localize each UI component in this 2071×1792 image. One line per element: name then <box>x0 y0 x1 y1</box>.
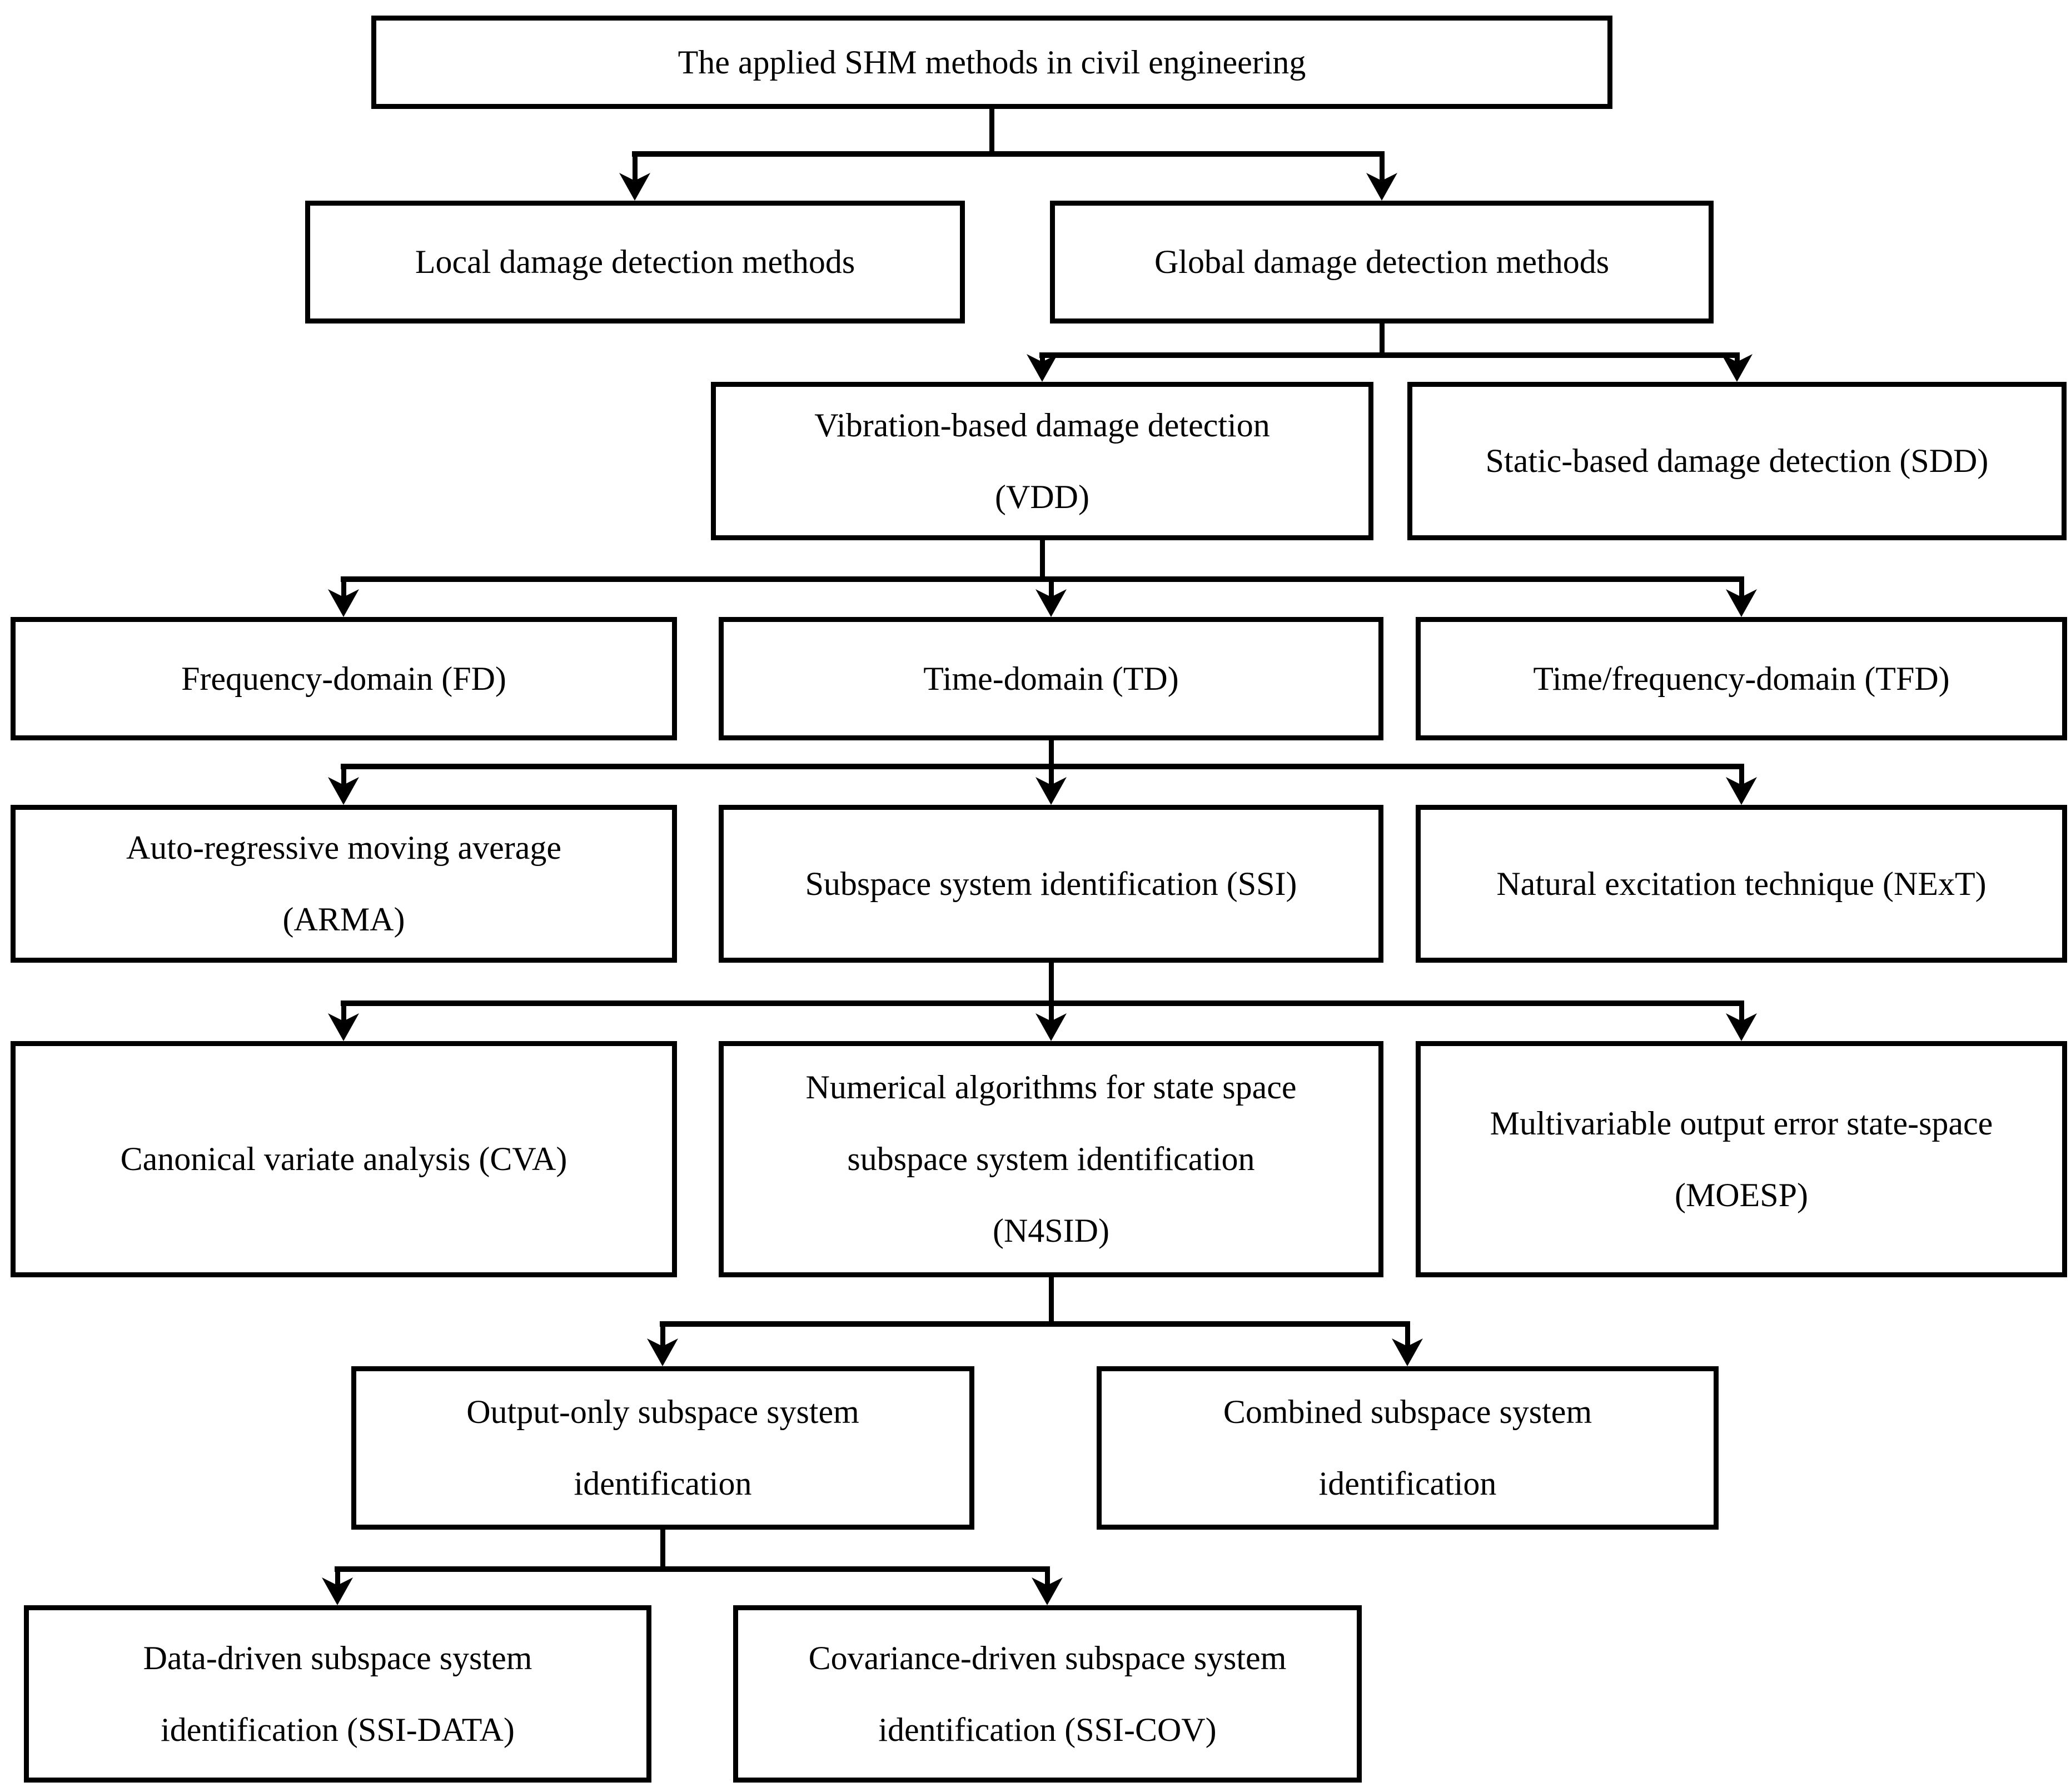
node-ssi-label: Subspace system identification (SSI) <box>805 865 1297 902</box>
connector-drop-combined <box>1405 1321 1410 1357</box>
arrowhead-down-icon <box>328 777 359 805</box>
connector-drop-output-only <box>660 1321 665 1357</box>
connector-drop-next <box>1739 764 1744 796</box>
connector-bar-global <box>1039 352 1740 358</box>
node-n4sid-label: Numerical algorithms for state space sub… <box>805 1069 1297 1249</box>
node-global-damage-label: Global damage detection methods <box>1154 243 1610 280</box>
connector-drop-td <box>1049 576 1054 608</box>
node-ssi: Subspace system identification (SSI) <box>719 805 1383 963</box>
node-vdd-label: Vibration-based damage detection (VDD) <box>814 406 1270 515</box>
arrowhead-down-icon <box>1036 589 1067 617</box>
node-tfd: Time/frequency-domain (TFD) <box>1416 617 2067 740</box>
node-ssi-data-label: Data-driven subspace system identificati… <box>143 1639 532 1748</box>
node-cva: Canonical variate analysis (CVA) <box>11 1041 677 1277</box>
node-td-label: Time-domain (TD) <box>923 660 1179 697</box>
connector-drop-cva <box>341 1000 346 1032</box>
arrowhead-down-icon <box>1032 1577 1063 1605</box>
connector-bar-td <box>341 764 1744 769</box>
connector-stem-vdd <box>1040 540 1045 582</box>
arrowhead-down-icon <box>1392 1338 1423 1366</box>
connector-stem-ssi <box>1049 963 1054 1006</box>
connector-drop-local <box>633 151 638 192</box>
node-sdd-label: Static-based damage detection (SDD) <box>1485 442 1989 479</box>
node-sdd: Static-based damage detection (SDD) <box>1407 382 2067 540</box>
node-ssi-data: Data-driven subspace system identificati… <box>24 1605 651 1783</box>
arrowhead-down-icon <box>1721 354 1753 382</box>
connector-stem-n4sid <box>1049 1277 1054 1327</box>
arrowhead-down-icon <box>1726 1013 1757 1041</box>
connector-drop-n4sid <box>1049 1000 1054 1032</box>
connector-stem-root <box>989 109 994 157</box>
node-moesp-label: Multivariable output error state-space (… <box>1490 1104 1993 1213</box>
arrowhead-down-icon <box>1036 1013 1067 1041</box>
node-ssi-cov-label: Covariance-driven subspace system identi… <box>808 1639 1287 1748</box>
node-next-label: Natural excitation technique (NExT) <box>1496 865 1987 902</box>
node-root-label: The applied SHM methods in civil enginee… <box>678 43 1306 81</box>
arrowhead-down-icon <box>328 1013 359 1041</box>
connector-bar-vdd <box>341 576 1744 582</box>
node-td: Time-domain (TD) <box>719 617 1383 740</box>
node-ssi-cov: Covariance-driven subspace system identi… <box>733 1605 1362 1783</box>
arrowhead-down-icon <box>328 589 359 617</box>
connector-bar-n4sid <box>660 1321 1410 1327</box>
connector-drop-tfd <box>1739 576 1744 608</box>
arrowhead-down-icon <box>1366 173 1397 201</box>
node-vdd: Vibration-based damage detection (VDD) <box>711 382 1373 540</box>
connector-drop-ssi <box>1049 764 1054 796</box>
node-cva-label: Canonical variate analysis (CVA) <box>120 1141 567 1177</box>
connector-stem-output-only <box>660 1530 665 1572</box>
node-tfd-label: Time/frequency-domain (TFD) <box>1533 660 1950 697</box>
connector-drop-arma <box>341 764 346 796</box>
node-combined: Combined subspace system identification <box>1097 1366 1719 1530</box>
node-global-damage: Global damage detection methods <box>1050 201 1714 323</box>
arrowhead-down-icon <box>1726 777 1757 805</box>
node-arma: Auto-regressive moving average (ARMA) <box>11 805 677 963</box>
connector-drop-moesp <box>1739 1000 1744 1032</box>
arrowhead-down-icon <box>619 173 650 201</box>
connector-drop-ssi-cov <box>1045 1566 1050 1596</box>
arrowhead-down-icon <box>1036 777 1067 805</box>
arrowhead-down-icon <box>1726 589 1757 617</box>
node-root: The applied SHM methods in civil enginee… <box>371 16 1612 109</box>
connector-stem-td <box>1049 740 1054 769</box>
arrowhead-down-icon <box>1027 354 1058 382</box>
node-local-damage: Local damage detection methods <box>305 201 965 323</box>
node-moesp: Multivariable output error state-space (… <box>1416 1041 2067 1277</box>
arrowhead-down-icon <box>322 1577 353 1605</box>
node-local-damage-label: Local damage detection methods <box>415 243 855 280</box>
node-output-only: Output-only subspace system identificati… <box>351 1366 974 1530</box>
node-combined-label: Combined subspace system identification <box>1223 1393 1592 1502</box>
node-next: Natural excitation technique (NExT) <box>1416 805 2067 963</box>
node-output-only-label: Output-only subspace system identificati… <box>466 1393 859 1502</box>
arrowhead-down-icon <box>647 1338 678 1366</box>
connector-stem-global <box>1380 323 1385 358</box>
connector-drop-ssi-data <box>335 1566 340 1596</box>
node-fd: Frequency-domain (FD) <box>11 617 677 740</box>
connector-bar-output-only <box>335 1566 1050 1572</box>
node-fd-label: Frequency-domain (FD) <box>181 660 506 697</box>
connector-drop-global <box>1380 151 1385 192</box>
connector-bar-root <box>632 151 1385 157</box>
node-n4sid: Numerical algorithms for state space sub… <box>719 1041 1383 1277</box>
node-arma-label: Auto-regressive moving average (ARMA) <box>126 829 562 938</box>
connector-drop-fd <box>341 576 346 608</box>
connector-bar-ssi <box>341 1000 1744 1006</box>
